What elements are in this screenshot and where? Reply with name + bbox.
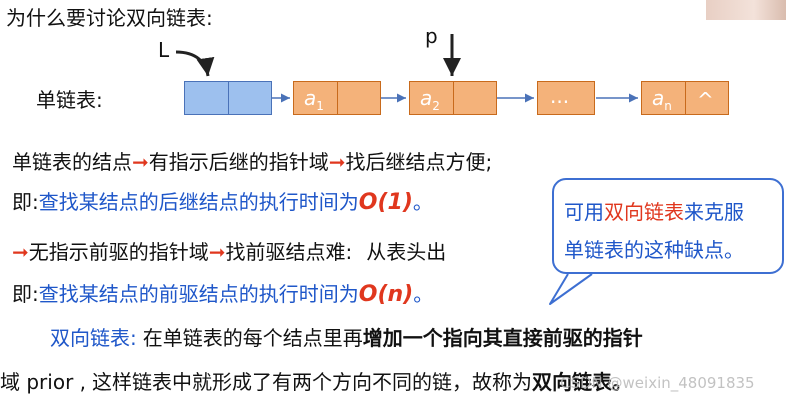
paragraph-line1: 双向链表:在单链表的每个结点里再增加一个指向其直接前驱的指针	[50, 326, 643, 350]
line-successor: 单链表的结点➞有指示后继的指针域➞找后继结点方便;	[12, 150, 493, 174]
presenter-photo	[706, 0, 786, 20]
line-successor-time: 即:查找某结点的后继结点的执行时间为O(1)。	[12, 190, 433, 215]
callout-tail	[549, 273, 593, 305]
callout-line2: 单链表的这种缺点。	[564, 238, 744, 262]
watermark: CSDN @weixin_48091835	[560, 374, 755, 392]
red-arrow-icon: ➞	[208, 240, 226, 264]
node-a1: a1	[293, 81, 381, 115]
null-symbol: ^	[697, 88, 714, 112]
callout-line1: 可用双向链表来克服	[564, 200, 744, 224]
red-arrow-icon: ➞	[328, 150, 346, 174]
head-pointer-arrow	[175, 50, 215, 77]
head-pointer-label: L	[158, 38, 170, 62]
p-pointer-label: p	[425, 24, 438, 48]
list-label: 单链表:	[36, 88, 103, 112]
red-arrow-icon: ➞	[12, 240, 29, 264]
node-ellipsis: ...	[537, 81, 595, 115]
line-predecessor: ➞无指示前驱的指针域➞找前驱结点难:从表头出	[12, 240, 447, 264]
slide-title: 为什么要讨论双向链表:	[6, 6, 213, 30]
node-an: an ^	[641, 81, 729, 115]
head-node	[184, 81, 272, 115]
line-predecessor-time: 即:查找某结点的前驱结点的执行时间为O(n)。	[12, 282, 434, 307]
red-arrow-icon: ➞	[132, 150, 149, 174]
paragraph-line2: 域 prior ,这样链表中就形成了有两个方向不同的链，故称为双向链表。	[0, 370, 633, 394]
node-a2: a2	[409, 81, 497, 115]
callout-box: 可用双向链表来克服 单链表的这种缺点。	[552, 178, 784, 274]
diagram-arrows	[175, 34, 638, 103]
